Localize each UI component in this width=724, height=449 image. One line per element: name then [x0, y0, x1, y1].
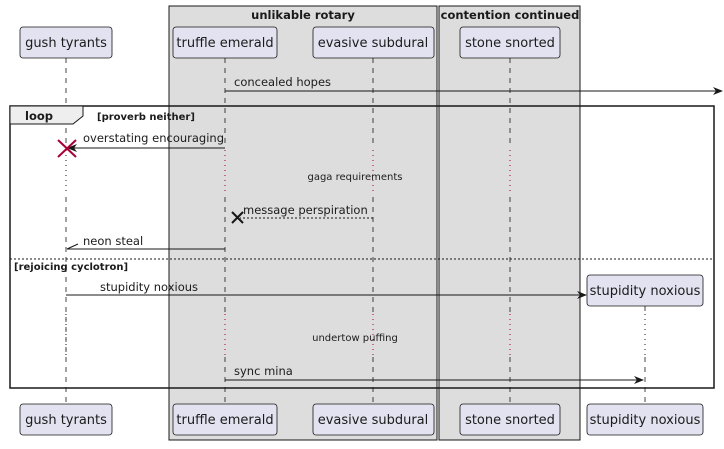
loop-fragment: loop [proverb neither] [rejoicing cyclot…: [9, 105, 715, 389]
participant-label: truffle emerald: [176, 36, 273, 51]
participant-label: stone snorted: [465, 413, 555, 428]
fragment-keyword: loop: [25, 109, 53, 123]
participant-label: truffle emerald: [176, 413, 273, 428]
message-stupidity-noxious: stupidity noxious: [66, 280, 587, 299]
group-unlikable-rotary: unlikable rotary: [168, 5, 438, 441]
participant-evasive-subdural[interactable]: evasive subdural: [312, 26, 435, 59]
participant-gush-tyrants[interactable]: gush tyrants: [19, 26, 113, 59]
message-label: concealed hopes: [234, 75, 331, 89]
participant-label: evasive subdural: [318, 36, 429, 51]
participant-label: evasive subdural: [318, 413, 429, 428]
participant-stupidity-noxious[interactable]: stupidity noxious: [586, 274, 704, 307]
message-label: stupidity noxious: [100, 280, 198, 294]
message-neon-steal: neon steal: [66, 234, 225, 250]
delay-label: undertow puffing: [312, 333, 398, 344]
message-label: message perspiration: [243, 203, 368, 217]
participant-stupidity-noxious-footer[interactable]: stupidity noxious: [586, 403, 704, 436]
message-label: overstating encouraging: [83, 131, 224, 145]
message-concealed-hopes: concealed hopes: [225, 75, 723, 95]
destroy-icon: [231, 211, 244, 224]
participant-label: stone snorted: [465, 36, 555, 51]
participant-label: gush tyrants: [25, 36, 107, 51]
message-label: neon steal: [83, 234, 143, 248]
participant-evasive-subdural-footer[interactable]: evasive subdural: [312, 403, 435, 436]
group-contention-continued: contention continued: [438, 5, 581, 441]
else-guard: [rejoicing cyclotron]: [14, 262, 128, 273]
participant-label: gush tyrants: [25, 413, 107, 428]
participant-label: stupidity noxious: [590, 284, 701, 299]
participant-truffle-emerald-footer[interactable]: truffle emerald: [172, 403, 278, 436]
participant-truffle-emerald[interactable]: truffle emerald: [172, 26, 278, 59]
participant-label: stupidity noxious: [590, 413, 701, 428]
participant-stone-snorted[interactable]: stone snorted: [459, 26, 561, 59]
message-label: sync mina: [234, 364, 293, 378]
participant-gush-tyrants-footer[interactable]: gush tyrants: [19, 403, 113, 436]
fragment-guard: [proverb neither]: [97, 112, 195, 123]
message-message-perspiration: message perspiration: [231, 203, 373, 224]
group-title: unlikable rotary: [251, 8, 355, 22]
delay-label: gaga requirements: [307, 172, 402, 183]
participant-stone-snorted-footer[interactable]: stone snorted: [459, 403, 561, 436]
destroy-icon: [57, 139, 77, 158]
delay-segments: [65, 150, 646, 355]
message-sync-mina: sync mina: [225, 364, 644, 384]
group-title: contention continued: [441, 8, 580, 22]
message-overstating-encouraging: overstating encouraging: [57, 131, 225, 158]
